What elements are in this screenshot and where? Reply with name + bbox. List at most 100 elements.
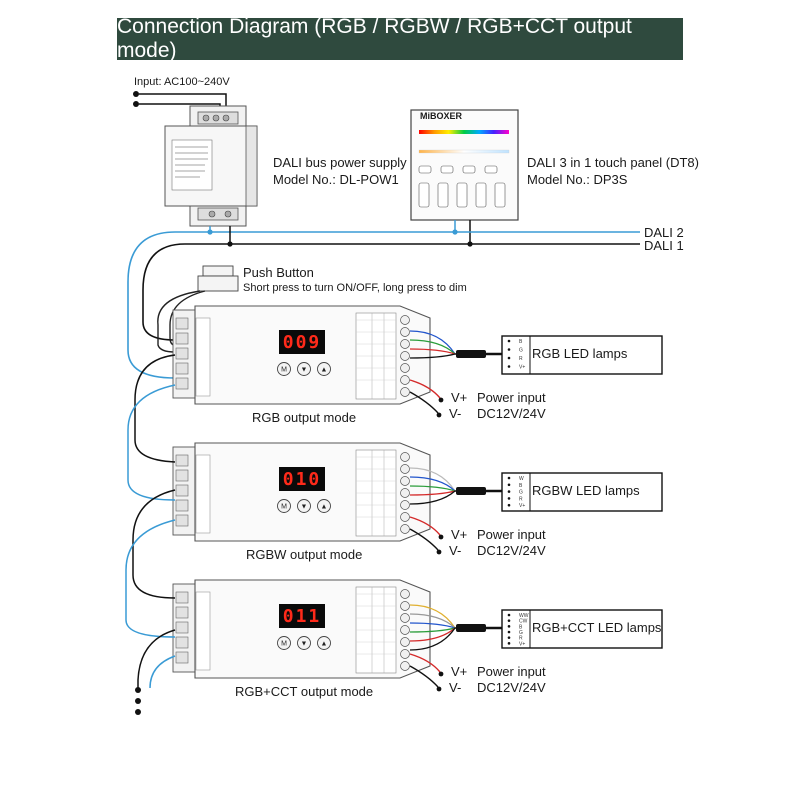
- decoder-output-terminal: [400, 524, 410, 534]
- decoder-output-terminal: [400, 601, 410, 611]
- decoder-output-terminal: [400, 512, 410, 522]
- decoder-button: [317, 499, 331, 513]
- power-supply-module: [164, 105, 258, 227]
- decoder-button: [317, 636, 331, 650]
- decoder-output-terminal: [400, 351, 410, 361]
- power-supply-model: Model No.: DL-POW1: [273, 172, 399, 187]
- decoder-input-terminal: [175, 514, 189, 527]
- decoder-output-terminal: [400, 327, 410, 337]
- decoder-display-value: 009: [283, 332, 322, 353]
- decoder-input-terminal: [175, 606, 189, 619]
- led-lamp-box: [501, 609, 663, 649]
- vplus-label: V+: [451, 527, 468, 542]
- decoder-input-terminal: [175, 591, 189, 604]
- decoder-output-terminal: [400, 476, 410, 486]
- decoder-display-value: 010: [283, 469, 322, 490]
- decoder-output-terminal: [400, 488, 410, 498]
- decoder-display-value: 011: [283, 606, 322, 627]
- decoder-display: [279, 467, 325, 491]
- dali-1-label: DALI 1: [644, 238, 684, 253]
- led-lamp-box: [501, 335, 663, 375]
- decoder-input-terminal: [175, 621, 189, 634]
- lamp-pin-label: V+: [519, 365, 525, 371]
- decoder-input-terminal: [175, 347, 189, 360]
- lamp-pin-label: WW: [519, 613, 529, 619]
- dali-2-label: DALI 2: [644, 225, 684, 240]
- decoder-button: [277, 499, 291, 513]
- lamp-label: RGBW LED lamps: [532, 483, 640, 498]
- decoder-button-label: ▲: [321, 367, 328, 374]
- decoder-output-terminal: [400, 375, 410, 385]
- led-lamp-box: [501, 472, 663, 512]
- lamp-label: RGB LED lamps: [532, 346, 628, 361]
- lamp-pin-label: B: [519, 624, 523, 630]
- decoder-button-label: ▼: [301, 367, 308, 374]
- decoder-output-terminal: [400, 589, 410, 599]
- decoder-input-terminal: [175, 362, 189, 375]
- decoder-button-label: ▼: [301, 504, 308, 511]
- push-button-desc: Short press to turn ON/OFF, long press t…: [243, 282, 467, 294]
- lamp-pin-label: V+: [519, 641, 525, 647]
- decoder-display: [279, 330, 325, 354]
- touch-panel: [410, 109, 519, 244]
- decoder-input-terminal: [175, 636, 189, 649]
- lamp-pin-label: B: [519, 483, 523, 489]
- lamp-label: RGB+CCT LED lamps: [532, 620, 662, 635]
- cable-bundle: [456, 350, 486, 358]
- power-supply-name: DALI bus power supply: [273, 155, 407, 170]
- decoder-input-terminal: [175, 469, 189, 482]
- decoder-output-terminal: [400, 339, 410, 349]
- touch-panel-name: DALI 3 in 1 touch panel (DT8): [527, 155, 699, 170]
- decoder-button: [297, 362, 311, 376]
- vminus-label: V-: [449, 680, 462, 695]
- lamp-pin-label: B: [519, 339, 523, 345]
- vminus-label: V-: [449, 543, 462, 558]
- decoder-button-label: M: [281, 504, 287, 511]
- lamp-pin-label: R: [519, 636, 523, 642]
- lamp-pin-label: R: [519, 356, 523, 362]
- power-input-label: Power input: [477, 390, 546, 405]
- power-input-label: Power input: [477, 664, 546, 679]
- decoder-input-terminal: [175, 377, 189, 390]
- decoder-input-terminal: [175, 317, 189, 330]
- lamp-pin-label: R: [519, 496, 523, 502]
- decoder-output-terminal: [400, 315, 410, 325]
- lamp-pin-label: G: [519, 490, 523, 496]
- decoder-output-terminal: [400, 452, 410, 462]
- decoder-button-label: ▲: [321, 641, 328, 648]
- decoder-button: [277, 362, 291, 376]
- touch-panel-brand: MiBOXER: [420, 111, 463, 121]
- decoder-button-label: ▲: [321, 504, 328, 511]
- decoder-output-terminal: [400, 637, 410, 647]
- decoder-button: [297, 499, 311, 513]
- output-mode-label: RGB+CCT output mode: [235, 684, 374, 699]
- decoder-input-terminal: [175, 454, 189, 467]
- output-mode-label: RGBW output mode: [246, 547, 363, 562]
- push-button-name: Push Button: [243, 265, 314, 280]
- decoder-input-terminal: [175, 484, 189, 497]
- decoder-output-terminal: [400, 500, 410, 510]
- decoder-output-terminal: [400, 649, 410, 659]
- lamp-pin-label: V+: [519, 503, 525, 509]
- decoder-display: [279, 604, 325, 628]
- decoder-input-terminal: [175, 499, 189, 512]
- power-voltage-label: DC12V/24V: [477, 543, 546, 558]
- power-voltage-label: DC12V/24V: [477, 406, 546, 421]
- vminus-label: V-: [449, 406, 462, 421]
- vplus-label: V+: [451, 390, 468, 405]
- decoder-button: [277, 636, 291, 650]
- power-voltage-label: DC12V/24V: [477, 680, 546, 695]
- lamp-pin-label: G: [519, 630, 523, 636]
- decoder-button-label: ▼: [301, 641, 308, 648]
- bus-continuation: [125, 354, 176, 715]
- decoder-button-label: M: [281, 641, 287, 648]
- dali-bus: [127, 226, 640, 379]
- decoder-output-terminal: [400, 625, 410, 635]
- output-mode-label: RGB output mode: [252, 410, 357, 425]
- lamp-pin-label: G: [519, 348, 523, 354]
- push-button-device: [157, 265, 239, 353]
